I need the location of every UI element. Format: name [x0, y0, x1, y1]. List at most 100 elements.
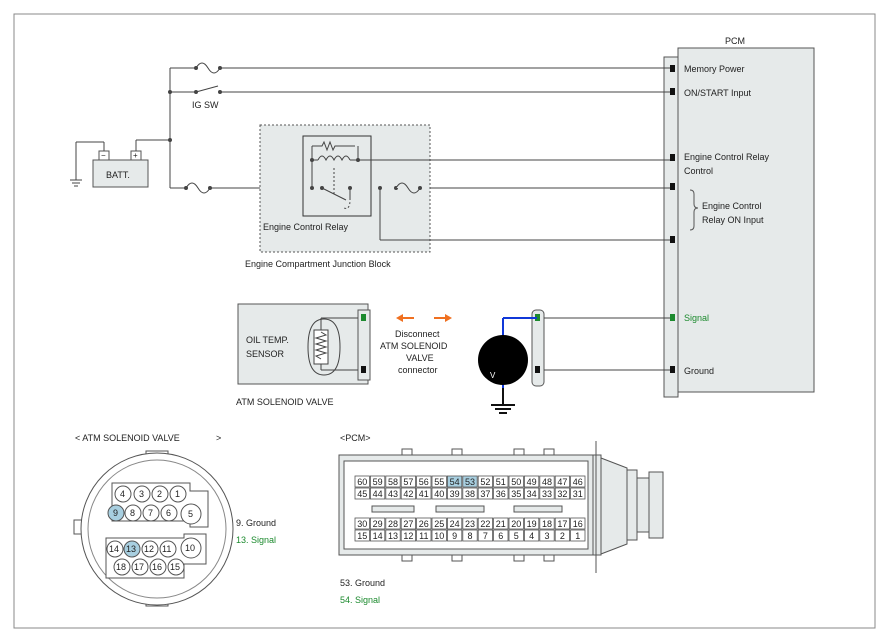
pcm-pin-cell	[400, 487, 417, 500]
atm-pin: 14	[109, 544, 119, 554]
sensor-box	[237, 303, 369, 385]
pcm-pin-number: 49	[527, 477, 537, 487]
pcm-title: PCM	[725, 36, 745, 46]
pcm-pin-cell	[477, 529, 494, 542]
disconnect-note: Disconnect ATM SOLENOID VALVE connector	[380, 314, 452, 375]
pcm-pin-memory-power: Memory Power	[684, 64, 745, 74]
pcm-pin-number: 42	[403, 489, 413, 499]
voltmeter-label: V	[490, 371, 496, 380]
atm-pins-a: 4 3 2 1 9 8 7 6 5	[107, 485, 202, 525]
pcm-pin-number: 26	[419, 519, 429, 529]
pcm-pin-number: 27	[403, 519, 413, 529]
pcm-pin-cell	[462, 475, 478, 488]
atm-pin: 1	[175, 489, 180, 499]
pcm-pin-cell	[416, 487, 432, 500]
pcm-pin-number: 13	[388, 531, 398, 541]
junction-block: Engine Compartment Junction Block	[245, 124, 670, 269]
pcm-pin-number: 46	[573, 477, 583, 487]
pcm-pin-number: 23	[465, 519, 475, 529]
pcm-pin-number: 21	[496, 519, 506, 529]
voltmeter-icon: V	[478, 335, 528, 385]
pcm-pin-cell	[477, 517, 494, 530]
pcm-pin-cell	[508, 529, 524, 542]
pcm-pin-cell	[493, 517, 509, 530]
fuse-icon	[194, 62, 222, 74]
pcm-pin-number: 34	[527, 489, 537, 499]
pcm-pin-cell	[462, 517, 478, 530]
pcm-pin-number: 19	[527, 519, 537, 529]
switch-icon	[194, 85, 222, 94]
ground-icon	[491, 404, 515, 414]
pcm-pin-cell	[354, 529, 370, 542]
pcm-pin-cell	[431, 475, 447, 488]
pcm-pin-cell	[462, 487, 478, 500]
sensor-name-2: SENSOR	[246, 349, 285, 359]
pcm-pin-number: 1	[575, 531, 580, 541]
pcm-pin-number: 11	[419, 531, 428, 541]
pcm-pin-number: 31	[573, 489, 583, 499]
pcm-pin-number: 36	[496, 489, 506, 499]
pcm-pin-number: 6	[498, 531, 503, 541]
pcm-pin-number: 14	[373, 531, 383, 541]
pcm-pin-cell	[570, 517, 586, 530]
pcm-pin-cell	[446, 517, 463, 530]
pcm-pin-cell	[354, 487, 370, 500]
pcm-pin-cell	[385, 517, 401, 530]
pcm-pin-number: 2	[560, 531, 565, 541]
pcm-pin-cell	[554, 517, 571, 530]
pcm-pin-cell	[539, 529, 555, 542]
action-line-3: VALVE	[406, 353, 434, 363]
pcm-pin-number: 8	[467, 531, 472, 541]
pcm-pin-cell	[431, 487, 447, 500]
pcm-pin-number: 38	[465, 489, 475, 499]
pcm-pin-cell	[416, 475, 432, 488]
atm-pin-ground: 9	[113, 508, 118, 518]
pcm-pin-cell	[539, 475, 555, 488]
atm-pin: 16	[152, 562, 162, 572]
pcm-pin-number: 52	[480, 477, 490, 487]
atm-pin: 6	[166, 508, 171, 518]
pcm-connector-title: <PCM>	[340, 433, 371, 443]
harness-connector	[531, 309, 545, 387]
pcm-pin-number: 9	[452, 531, 457, 541]
battery-minus: −	[101, 151, 106, 160]
pcm-pin-ground: Ground	[684, 366, 714, 376]
pcm-pin-number: 50	[511, 477, 521, 487]
pcm-pin-cell	[446, 529, 463, 542]
action-line-1: Disconnect	[395, 329, 440, 339]
diagram-frame	[13, 13, 876, 629]
sensor-name-1: OIL TEMP.	[246, 335, 289, 345]
atm-legend-signal: 13. Signal	[236, 535, 276, 545]
pcm-pin-number: 33	[542, 489, 552, 499]
relay-coil-icon	[310, 140, 360, 162]
sensor-component-label: ATM SOLENOID VALVE	[236, 397, 334, 407]
pcm-pin-number: 4	[529, 531, 534, 541]
pcm-pin-number: 5	[514, 531, 519, 541]
atm-pins-b: 14 13 12 11 10 18 17 16 15	[106, 537, 202, 576]
battery-label: BATT.	[106, 170, 130, 180]
atm-pin: 12	[144, 544, 154, 554]
pcm-pin-cell	[554, 487, 571, 500]
fuse-icon	[184, 182, 212, 194]
pcm-pin-number: 10	[434, 531, 444, 541]
ground-icon	[70, 179, 82, 187]
pcm-legend-ground: 53. Ground	[340, 578, 385, 588]
pcm-pin-number: 44	[373, 489, 383, 499]
pcm-pin-cell	[554, 475, 571, 488]
pcm-pin-cell	[416, 517, 432, 530]
pcm-pin-number: 39	[450, 489, 460, 499]
pcm-pin-ecr-control-1: Engine Control Relay	[684, 152, 770, 162]
pcm-pin-ecr-control-2: Control	[684, 166, 713, 176]
pcm-pin-number: 18	[542, 519, 552, 529]
pcm-pin-cell	[570, 487, 586, 500]
atm-pin: 4	[120, 489, 125, 499]
pcm-pin-cell	[400, 475, 417, 488]
thermistor-icon	[307, 317, 358, 376]
pcm-pin-number: 56	[419, 477, 429, 487]
action-line-4: connector	[398, 365, 438, 375]
atm-connector-title-end: >	[216, 433, 221, 443]
pcm-pin-number: 28	[388, 519, 398, 529]
